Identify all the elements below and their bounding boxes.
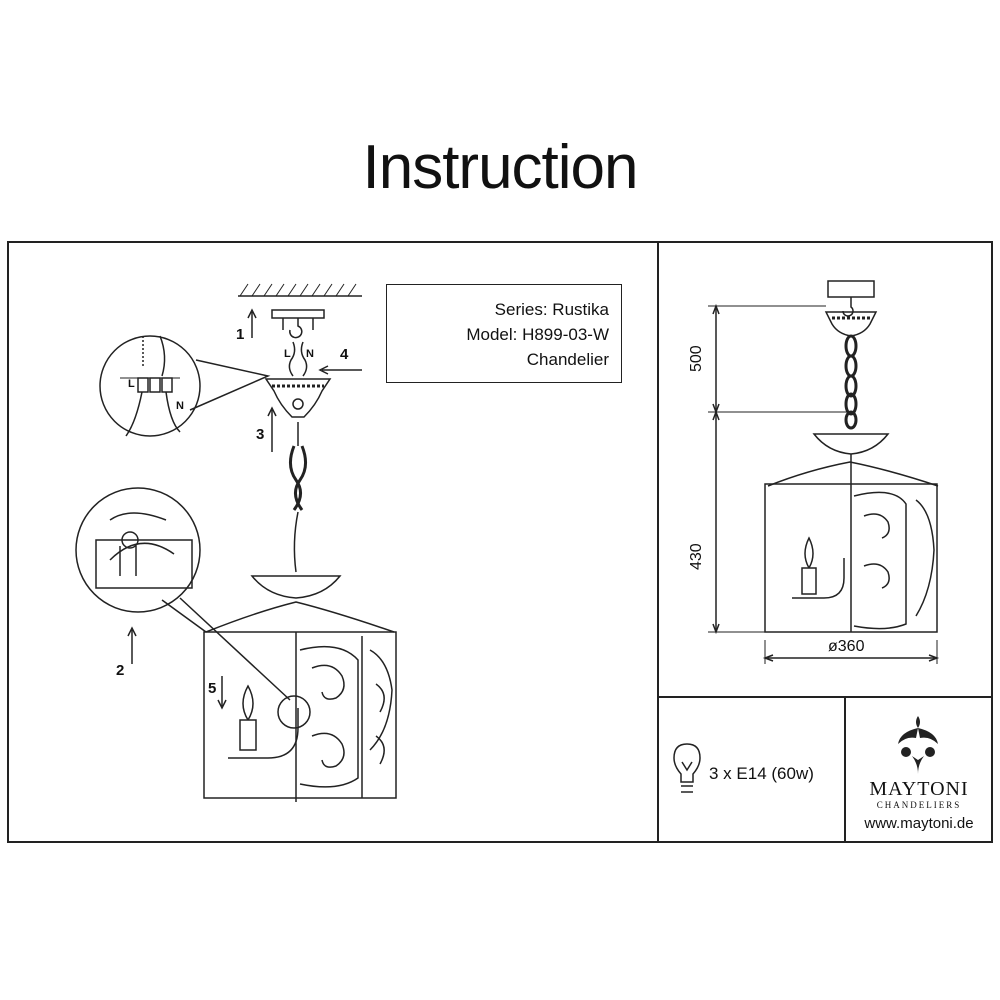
maytoni-fleur-logo-icon bbox=[898, 716, 938, 774]
dimension-body-height: 430 bbox=[688, 543, 705, 570]
detail-wire-label-live: L bbox=[128, 378, 135, 390]
detail-wire-label-neutral: N bbox=[176, 400, 184, 412]
model-label: Model: H899-03-W bbox=[466, 325, 609, 344]
step-3-label: 3 bbox=[256, 426, 265, 443]
lamp-spec: 3 x E14 (60w) bbox=[709, 764, 814, 783]
step-5-label: 5 bbox=[208, 680, 217, 697]
step-4-label: 4 bbox=[340, 346, 349, 363]
brand-tagline: CHANDELIERS bbox=[876, 800, 962, 810]
instruction-frame bbox=[7, 241, 993, 843]
bulb-icon bbox=[673, 743, 701, 793]
product-type-label: Chandelier bbox=[526, 350, 609, 369]
dimension-chain-height: 500 bbox=[688, 345, 705, 372]
step-1-label: 1 bbox=[236, 326, 245, 343]
brand-name: MAYTONI bbox=[869, 778, 969, 800]
page-title: Instruction bbox=[362, 133, 638, 202]
step-2-label: 2 bbox=[116, 662, 125, 679]
brand-url[interactable]: www.maytoni.de bbox=[864, 815, 974, 832]
wire-label-neutral: N bbox=[306, 348, 314, 360]
product-info-box: Series: Rustika Model: H899-03-W Chandel… bbox=[386, 284, 622, 383]
wire-label-live: L bbox=[284, 348, 291, 360]
dimension-diameter: ø360 bbox=[828, 638, 865, 655]
series-label: Series: Rustika bbox=[494, 300, 609, 319]
